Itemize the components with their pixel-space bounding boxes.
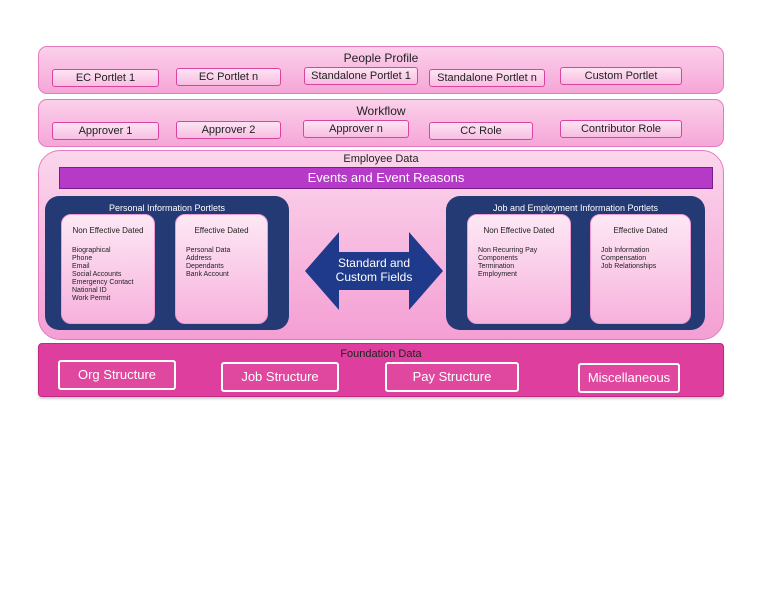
foundation-data-title: Foundation Data bbox=[340, 348, 422, 360]
ec-portlet-n-box: EC Portlet n bbox=[176, 68, 281, 86]
employee-data-title: Employee Data bbox=[343, 153, 419, 165]
standalone-portlet-1-box: Standalone Portlet 1 bbox=[304, 67, 418, 85]
job-effective-list: Job Information Compensation Job Relatio… bbox=[601, 247, 690, 271]
job-portlets-title: Job and Employment Information Portlets bbox=[492, 203, 659, 213]
miscellaneous-box: Miscellaneous bbox=[578, 363, 680, 393]
job-effective-card: Effective Dated Job Information Compensa… bbox=[590, 214, 691, 324]
approver-1-box: Approver 1 bbox=[52, 122, 159, 140]
job-non-effective-title: Non Effective Dated bbox=[483, 226, 555, 235]
personal-portlets-title: Personal Information Portlets bbox=[108, 203, 226, 213]
personal-non-effective-card: Non Effective Dated Biographical Phone E… bbox=[61, 214, 155, 324]
list-item: Job Information bbox=[601, 247, 650, 254]
approver-n-box: Approver n bbox=[303, 120, 409, 138]
arrow-label-line2: Custom Fields bbox=[335, 270, 413, 284]
list-item: Phone bbox=[72, 255, 93, 262]
list-item: Non Recurring Pay bbox=[478, 247, 538, 254]
arrow-label-line1: Standard and bbox=[337, 256, 411, 270]
workflow-title: Workflow bbox=[356, 104, 406, 118]
custom-portlet-box: Custom Portlet bbox=[560, 67, 682, 85]
job-non-effective-list: Non Recurring Pay Components Termination… bbox=[478, 247, 570, 279]
list-item: Biographical bbox=[72, 247, 111, 254]
job-structure-box: Job Structure bbox=[221, 362, 339, 392]
job-effective-title: Effective Dated bbox=[613, 226, 668, 235]
list-item: Email bbox=[72, 263, 90, 270]
list-item: Personal Data bbox=[186, 247, 231, 254]
people-profile-title: People Profile bbox=[343, 51, 419, 65]
personal-non-effective-list: Biographical Phone Email Social Accounts… bbox=[72, 247, 154, 303]
list-item: Emergency Contact bbox=[72, 279, 134, 286]
personal-effective-title: Effective Dated bbox=[194, 226, 249, 235]
ec-portlet-1-box: EC Portlet 1 bbox=[52, 69, 159, 87]
org-structure-box: Org Structure bbox=[58, 360, 176, 390]
list-item: Social Accounts bbox=[72, 271, 122, 278]
pay-structure-box: Pay Structure bbox=[385, 362, 519, 392]
list-item: Components bbox=[478, 255, 518, 262]
standalone-portlet-n-box: Standalone Portlet n bbox=[429, 69, 545, 87]
list-item: Work Permit bbox=[72, 295, 111, 302]
personal-effective-card: Effective Dated Personal Data Address De… bbox=[175, 214, 268, 324]
personal-effective-list: Personal Data Address Dependants Bank Ac… bbox=[186, 247, 267, 279]
list-item: Compensation bbox=[601, 255, 647, 262]
contributor-role-box: Contributor Role bbox=[560, 120, 682, 138]
list-item: Job Relationships bbox=[601, 263, 657, 270]
arrow-label: Standard and Custom Fields bbox=[318, 256, 430, 284]
list-item: Address bbox=[186, 255, 212, 262]
double-arrow-icon bbox=[305, 232, 443, 310]
list-item: Bank Account bbox=[186, 271, 229, 278]
list-item: National ID bbox=[72, 287, 107, 294]
job-non-effective-card: Non Effective Dated Non Recurring Pay Co… bbox=[467, 214, 571, 324]
list-item: Employment bbox=[478, 271, 517, 278]
cc-role-box: CC Role bbox=[429, 122, 533, 140]
personal-non-effective-title: Non Effective Dated bbox=[72, 226, 144, 235]
events-bar: Events and Event Reasons bbox=[59, 167, 713, 189]
approver-2-box: Approver 2 bbox=[176, 121, 281, 139]
list-item: Dependants bbox=[186, 263, 224, 270]
list-item: Termination bbox=[478, 263, 515, 270]
